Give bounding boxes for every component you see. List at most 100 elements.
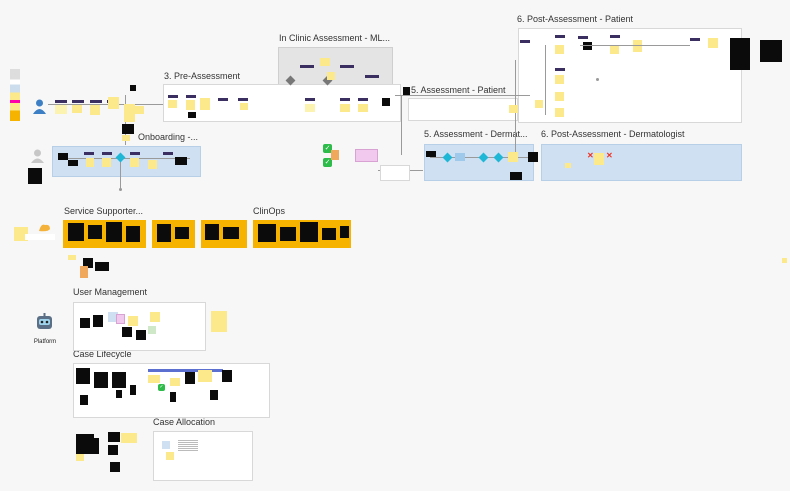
redacted-block — [175, 157, 187, 165]
note[interactable] — [509, 105, 518, 113]
note[interactable] — [68, 255, 76, 260]
note[interactable] — [305, 104, 315, 112]
frame-title-case-allocation[interactable]: Case Allocation — [153, 417, 216, 427]
redacted-block — [130, 85, 136, 91]
frame-title-user-management[interactable]: User Management — [73, 287, 148, 297]
note[interactable] — [708, 38, 718, 48]
frame-title-in-clinic[interactable]: In Clinic Assessment - ML... — [279, 33, 391, 43]
note[interactable] — [80, 266, 88, 278]
note[interactable] — [358, 104, 368, 112]
process-card[interactable] — [555, 68, 565, 71]
note[interactable] — [610, 45, 619, 54]
note[interactable] — [200, 98, 210, 110]
frame-title-case-lifecycle[interactable]: Case Lifecycle — [73, 349, 132, 359]
note[interactable] — [150, 312, 160, 322]
note[interactable] — [148, 375, 160, 383]
small-frame[interactable] — [380, 165, 410, 181]
note[interactable] — [782, 258, 787, 263]
frame-title-assessment-derm[interactable]: 5. Assessment - Dermat... — [424, 129, 528, 139]
note[interactable] — [128, 316, 138, 326]
process-card[interactable] — [340, 65, 354, 68]
note[interactable] — [148, 326, 156, 334]
process-card[interactable] — [365, 75, 379, 78]
process-card[interactable] — [84, 152, 94, 155]
frame-title-post-patient[interactable]: 6. Post-Assessment - Patient — [517, 14, 634, 24]
frame-assessment-patient[interactable] — [408, 98, 518, 121]
note[interactable] — [76, 454, 84, 461]
note[interactable] — [166, 452, 174, 460]
note[interactable] — [594, 153, 604, 165]
frame-in-clinic[interactable] — [278, 47, 393, 85]
note[interactable] — [198, 370, 212, 382]
note[interactable] — [124, 104, 135, 122]
note[interactable] — [508, 152, 518, 162]
process-card[interactable] — [690, 38, 700, 41]
note[interactable] — [55, 105, 67, 114]
process-card[interactable] — [186, 95, 196, 98]
note[interactable] — [211, 311, 227, 332]
process-card[interactable] — [305, 98, 315, 101]
note[interactable] — [122, 135, 130, 141]
note[interactable] — [186, 100, 195, 110]
frame-title-clinops[interactable]: ClinOps — [253, 206, 286, 216]
frame-title-pre-assessment[interactable]: 3. Pre-Assessment — [164, 71, 241, 81]
note[interactable] — [86, 158, 94, 167]
note[interactable] — [130, 158, 139, 167]
note[interactable] — [121, 433, 137, 443]
process-card[interactable] — [340, 98, 350, 101]
process-card[interactable] — [555, 35, 565, 38]
redacted-block — [583, 42, 592, 50]
frame-pre-assessment[interactable] — [163, 84, 401, 122]
frame-title-post-derm[interactable]: 6. Post-Assessment - Dermatologist — [541, 129, 685, 139]
note[interactable] — [340, 104, 350, 112]
note[interactable] — [565, 163, 571, 168]
note[interactable] — [555, 45, 564, 54]
frame-title-assessment-patient[interactable]: 5. Assessment - Patient — [411, 85, 506, 95]
process-card[interactable] — [578, 36, 588, 39]
process-card[interactable] — [163, 152, 173, 155]
note[interactable] — [108, 97, 119, 109]
frame-title-onboarding[interactable]: Onboarding -... — [138, 132, 199, 142]
note[interactable] — [240, 103, 248, 110]
note[interactable] — [108, 312, 118, 322]
note[interactable] — [102, 158, 111, 167]
process-card[interactable] — [610, 35, 620, 38]
note[interactable] — [170, 378, 180, 386]
redacted-block — [68, 223, 84, 241]
note[interactable] — [331, 150, 339, 160]
process-card[interactable] — [300, 65, 314, 68]
note[interactable] — [14, 227, 28, 241]
process-card[interactable] — [218, 98, 228, 101]
note[interactable] — [555, 108, 564, 117]
frame-title-service-supporter[interactable]: Service Supporter... — [64, 206, 144, 216]
process-card[interactable] — [238, 98, 248, 101]
note[interactable] — [72, 105, 82, 113]
note[interactable] — [455, 153, 465, 161]
process-card[interactable] — [358, 98, 368, 101]
process-card[interactable] — [520, 40, 530, 43]
pink-note[interactable] — [355, 149, 378, 162]
note[interactable] — [162, 441, 170, 449]
redacted-block — [110, 462, 120, 472]
note[interactable] — [535, 100, 543, 108]
pink-note[interactable] — [116, 314, 125, 324]
process-card[interactable] — [55, 100, 67, 103]
process-card[interactable] — [102, 152, 112, 155]
note[interactable] — [633, 40, 642, 52]
process-card[interactable] — [90, 100, 102, 103]
note[interactable] — [134, 106, 144, 114]
process-card[interactable] — [130, 152, 140, 155]
note[interactable] — [90, 105, 100, 115]
frame-post-derm[interactable] — [541, 144, 742, 181]
note[interactable] — [327, 72, 335, 80]
note[interactable] — [148, 160, 157, 169]
process-card[interactable] — [168, 95, 178, 98]
redacted-block — [280, 227, 296, 241]
note[interactable] — [555, 92, 564, 101]
check-icon: ✓ — [323, 144, 332, 153]
redacted-block — [106, 222, 122, 242]
note[interactable] — [555, 75, 564, 84]
note[interactable] — [320, 58, 330, 66]
note[interactable] — [168, 100, 177, 108]
process-card[interactable] — [72, 100, 84, 103]
